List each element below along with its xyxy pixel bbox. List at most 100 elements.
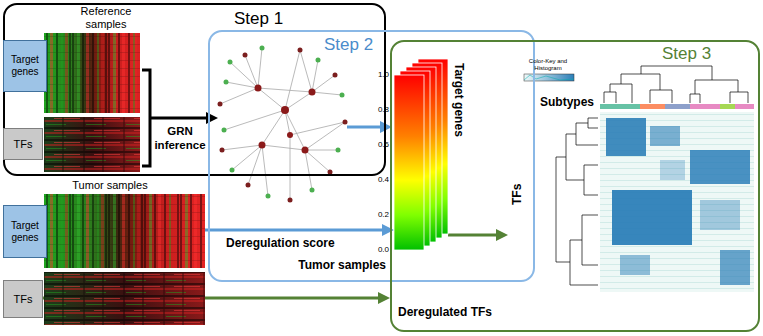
axis-tick: 0.2 bbox=[378, 210, 389, 220]
bracket-arrow bbox=[150, 117, 208, 120]
axis-label: Tumor samples bbox=[298, 258, 386, 272]
tf-heatmap bbox=[600, 112, 754, 292]
step-title: Step 1 bbox=[234, 9, 283, 28]
axis-tick: 0.4 bbox=[378, 175, 389, 184]
axis-tick: 0.6 bbox=[378, 140, 389, 150]
reference-heatmap bbox=[44, 117, 140, 172]
step-label: Deregulated TFs bbox=[398, 305, 492, 319]
axis-tick: 0.6 bbox=[378, 140, 389, 149]
color-key bbox=[524, 74, 574, 81]
deregulation-stack bbox=[394, 75, 424, 250]
bracket-arrow bbox=[142, 70, 150, 166]
reference-heatmap bbox=[44, 33, 140, 113]
step-box: Step 3 SubtypesTFs bbox=[390, 40, 760, 332]
color-key bbox=[524, 75, 574, 80]
step-label: GRN inference bbox=[154, 125, 205, 151]
bracket-arrow bbox=[142, 70, 218, 166]
flow-arrow bbox=[347, 126, 382, 129]
reference-heatmap bbox=[44, 117, 140, 172]
axis-label: Target genes bbox=[452, 63, 466, 137]
tag-text: TFs bbox=[14, 138, 33, 150]
network-graph bbox=[224, 80, 229, 85]
dendrogram bbox=[604, 66, 748, 103]
axis-label: Tumor samples bbox=[298, 258, 386, 272]
network-graph bbox=[281, 106, 289, 114]
deregulation-stack bbox=[394, 59, 448, 250]
sample-label: Reference samples bbox=[70, 5, 142, 31]
network-graph bbox=[220, 148, 225, 153]
subtype-bar bbox=[600, 104, 754, 109]
score-stack: Target genesTumor samples bbox=[394, 59, 448, 250]
sample-label: Tumor samples bbox=[72, 179, 147, 191]
step-title: Step 1 bbox=[234, 9, 283, 29]
network-graph bbox=[260, 46, 265, 51]
tf-heatmap bbox=[650, 126, 680, 146]
axis-tick: 0.0 bbox=[378, 245, 389, 254]
tf-heatmap bbox=[690, 150, 750, 184]
tf-tag: TFs bbox=[3, 280, 43, 318]
axis-tick: 0.8 bbox=[378, 105, 389, 115]
key-label: Color-Key and Histogram bbox=[529, 58, 567, 71]
tf-heatmap bbox=[720, 250, 750, 285]
network-graph bbox=[288, 198, 293, 203]
network-graph bbox=[230, 168, 235, 173]
tumor-heatmap bbox=[44, 194, 205, 325]
subtype-bar bbox=[735, 104, 754, 109]
network-graph bbox=[298, 48, 303, 53]
reference-heatmap bbox=[44, 33, 140, 113]
tf-heatmap bbox=[700, 200, 740, 230]
axis-label: Subtypes bbox=[540, 95, 594, 109]
network-graph bbox=[336, 148, 341, 153]
axis-tick: 1.0 bbox=[378, 70, 389, 79]
tumor-heatmap bbox=[44, 272, 205, 325]
axis-label: Subtypes bbox=[540, 95, 594, 109]
step-title: Step 3 bbox=[662, 44, 711, 63]
sample-label: Reference samples bbox=[81, 5, 132, 30]
axis-tick: 0.2 bbox=[378, 210, 389, 219]
key-label: Color-Key and Histogram bbox=[519, 58, 577, 72]
network-graph bbox=[255, 85, 262, 92]
tag-text: Target genes bbox=[5, 220, 45, 244]
step-label: Deregulated TFs bbox=[398, 305, 492, 319]
tf-heatmap bbox=[620, 255, 650, 275]
gene-tag: Target genes bbox=[3, 40, 47, 92]
axis-tick: 1.0 bbox=[378, 70, 389, 80]
tag-text: Target genes bbox=[5, 54, 45, 78]
tf-heatmap bbox=[660, 160, 685, 180]
axis-label: TFs bbox=[510, 184, 524, 205]
flow-connector bbox=[448, 234, 502, 237]
gene-tag: Target genes bbox=[3, 205, 47, 258]
axis-label: Target genes bbox=[452, 63, 466, 137]
step-title: Step 2 bbox=[324, 35, 373, 54]
subtype-bar bbox=[720, 104, 735, 109]
tf-heatmap bbox=[600, 112, 754, 292]
axis-tick: 0.8 bbox=[378, 105, 389, 114]
network-graph bbox=[310, 188, 315, 193]
dendrogram bbox=[556, 118, 598, 285]
tf-heatmap bbox=[606, 118, 646, 156]
subtype-bar bbox=[690, 104, 720, 109]
network-graph bbox=[328, 170, 333, 175]
step-label: GRN inference bbox=[153, 124, 207, 152]
network-graph bbox=[218, 102, 223, 107]
sample-label: Tumor samples bbox=[60, 179, 160, 192]
network-graph bbox=[246, 183, 251, 188]
network-graph bbox=[302, 147, 309, 154]
axis-tick: 0.4 bbox=[378, 175, 389, 185]
step-label: Deregulation score bbox=[226, 236, 335, 250]
network-graph bbox=[266, 194, 271, 199]
tag-text: TFs bbox=[14, 293, 33, 305]
subtype-bar bbox=[600, 104, 640, 109]
network-graph bbox=[340, 93, 345, 98]
network-graph bbox=[259, 142, 266, 149]
step-label: Deregulation score bbox=[226, 236, 335, 250]
tf-tag: TFs bbox=[3, 128, 43, 160]
reference-heatmap bbox=[44, 33, 140, 172]
color-key bbox=[524, 74, 574, 81]
network-graph bbox=[316, 58, 321, 63]
axis-tick: 0.0 bbox=[378, 245, 389, 255]
network-graph bbox=[309, 89, 316, 96]
subtype-bar bbox=[640, 104, 665, 109]
